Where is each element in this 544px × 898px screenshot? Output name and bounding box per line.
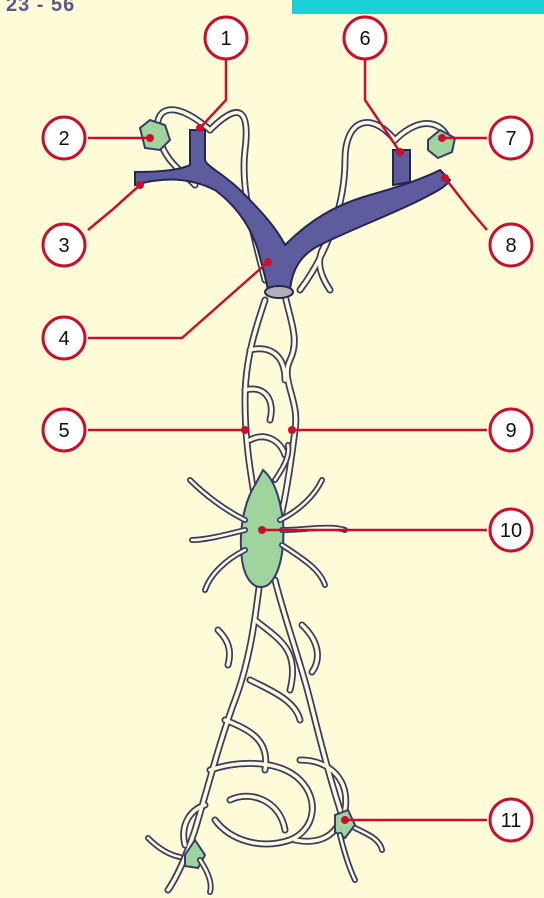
callout-label-7: 7 — [505, 128, 516, 150]
callout-label-6: 6 — [359, 28, 370, 50]
callout-label-2: 2 — [58, 128, 69, 150]
leader-dots — [136, 124, 449, 824]
callout-label-9: 9 — [505, 420, 516, 442]
main-vessel — [135, 130, 450, 298]
callout-label-4: 4 — [58, 328, 69, 350]
callout-label-5: 5 — [58, 420, 69, 442]
cell-2 — [140, 120, 170, 150]
callout-label-3: 3 — [58, 235, 69, 257]
callout-label-10: 10 — [500, 520, 522, 542]
callout-label-8: 8 — [505, 235, 516, 257]
callout-label-11: 11 — [501, 810, 522, 832]
callout-label-1: 1 — [220, 28, 231, 50]
